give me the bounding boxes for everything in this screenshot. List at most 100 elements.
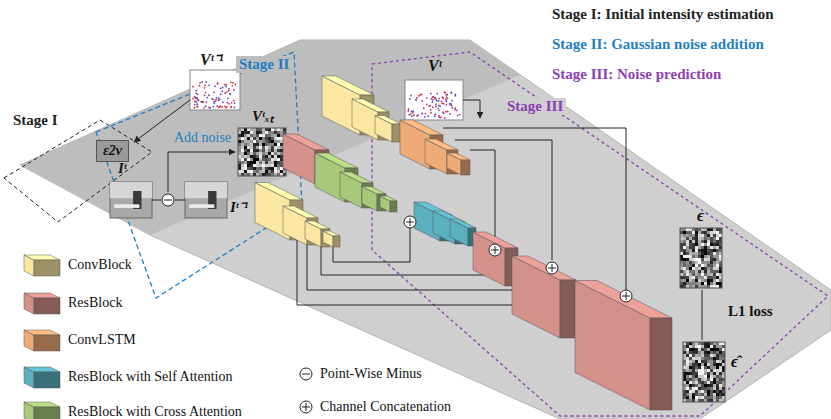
- noise-pixel: [701, 378, 704, 381]
- noise-pixel: [695, 273, 698, 276]
- concat-circle: [489, 244, 501, 256]
- noise-pixel: [698, 237, 701, 240]
- noise-pixel: [271, 161, 274, 164]
- noise-pixel: [683, 255, 686, 258]
- noise-pixel: [689, 372, 692, 375]
- block-front: [34, 372, 60, 388]
- noise-pixel: [262, 146, 265, 149]
- noise-pixel: [689, 270, 692, 273]
- noise-pixel: [713, 282, 716, 285]
- noise-pixel: [689, 237, 692, 240]
- noise-pixel: [710, 384, 713, 387]
- noise-pixel: [692, 270, 695, 273]
- noise-pixel: [713, 255, 716, 258]
- noise-pixel: [683, 282, 686, 285]
- noise-pixel: [256, 131, 259, 134]
- noise-pixel: [698, 240, 701, 243]
- noise-pixel: [250, 155, 253, 158]
- noise-pixel: [695, 369, 698, 372]
- event-dot: [454, 107, 456, 109]
- noise-pixel: [689, 345, 692, 348]
- block-top: [24, 367, 60, 372]
- noise-pixel: [692, 372, 695, 375]
- noise-pixel: [713, 387, 716, 390]
- noise-pixel: [689, 393, 692, 396]
- noise-pixel: [250, 158, 253, 161]
- minus-symbol: [300, 368, 312, 380]
- event-dot: [201, 81, 203, 83]
- event-dot: [228, 88, 230, 90]
- legend-symbol: [298, 399, 314, 415]
- frame-bg: [405, 80, 463, 120]
- event-dot: [415, 99, 417, 101]
- noise-pixel: [713, 246, 716, 249]
- noise-pixel: [698, 354, 701, 357]
- noise-pixel: [710, 348, 713, 351]
- event-dot: [421, 93, 423, 95]
- legend-text: ResBlock with Cross Attention: [68, 404, 242, 419]
- noise-pixel: [265, 140, 268, 143]
- noise-pixel: [692, 363, 695, 366]
- noise-pixel: [247, 137, 250, 140]
- block-front: [560, 280, 576, 338]
- event-dot: [432, 101, 434, 103]
- noise-pixel: [707, 390, 710, 393]
- stage-description: Stage I: Initial intensity estimation: [552, 6, 774, 23]
- noise-pixel: [716, 261, 719, 264]
- noise-pixel: [695, 390, 698, 393]
- noise-pixel: [280, 164, 283, 167]
- event-dot: [416, 97, 418, 99]
- noise-pixel: [244, 134, 247, 137]
- noise-pixel: [707, 360, 710, 363]
- noise-pixel: [689, 363, 692, 366]
- event-dot: [198, 100, 200, 102]
- noise-pixel: [274, 131, 277, 134]
- noise-pixel: [277, 140, 280, 143]
- noise-pixel: [686, 396, 689, 399]
- noise-pixel: [268, 143, 271, 146]
- noise-pixel: [244, 155, 247, 158]
- noise-pixel: [259, 164, 262, 167]
- noise-pixel: [250, 131, 253, 134]
- event-dot: [201, 101, 203, 103]
- noise-pixel: [250, 164, 253, 167]
- noise-pixel: [274, 158, 277, 161]
- event-dot: [219, 99, 221, 101]
- legend-item: ConvLSTM: [22, 327, 136, 353]
- noise-pixel: [716, 249, 719, 252]
- noise-pixel: [686, 351, 689, 354]
- noise-pixel: [707, 234, 710, 237]
- event-dot: [234, 102, 236, 104]
- block-front: [333, 236, 340, 247]
- block-side: [575, 281, 650, 411]
- noise-pixel: [253, 143, 256, 146]
- noise-pixel: [695, 282, 698, 285]
- noise-pixel: [689, 255, 692, 258]
- noise-pixel: [707, 387, 710, 390]
- noise-pixel: [707, 276, 710, 279]
- noise-pixel: [695, 372, 698, 375]
- noise-pixel: [695, 276, 698, 279]
- noise-pixel: [704, 252, 707, 255]
- noise-pixel: [695, 387, 698, 390]
- event-dot: [219, 105, 221, 107]
- noise-pixel: [710, 369, 713, 372]
- event-dot: [425, 113, 427, 115]
- noise-pixel: [710, 282, 713, 285]
- noise-pixel: [277, 143, 280, 146]
- noise-pixel: [695, 351, 698, 354]
- legend-swatch: [22, 327, 62, 353]
- cross-attention-block: [380, 196, 397, 212]
- noise-pixel: [695, 243, 698, 246]
- noise-pixel: [692, 249, 695, 252]
- event-dot: [436, 93, 438, 95]
- event-dot: [228, 103, 230, 105]
- noise-pixel: [244, 143, 247, 146]
- noise-pixel: [274, 161, 277, 164]
- noise-pixel: [256, 134, 259, 137]
- concat-circle: [620, 290, 632, 302]
- block-top: [283, 206, 318, 218]
- noise-pixel: [695, 261, 698, 264]
- noise-pixel: [274, 155, 277, 158]
